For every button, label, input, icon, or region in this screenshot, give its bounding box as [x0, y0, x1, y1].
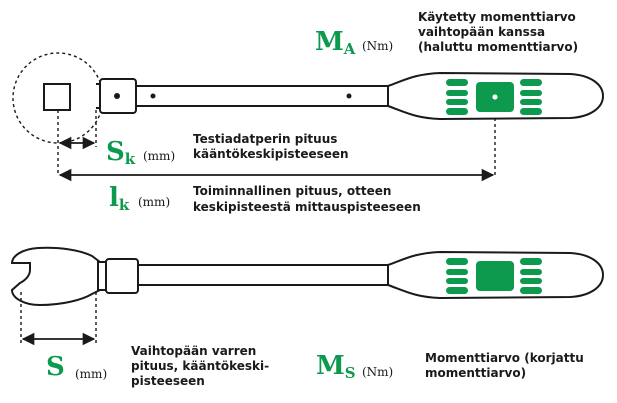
- handle-grip: [446, 79, 542, 115]
- adapter-pivot-dot: [114, 93, 120, 99]
- bottom-adapter-head: [105, 258, 139, 294]
- ma-unit: (Nm): [362, 39, 393, 53]
- square-drive: [43, 83, 71, 111]
- ms-unit: (Nm): [362, 365, 393, 379]
- ma-description: Käytetty momenttiarvo vaihtopään kanssa …: [418, 10, 580, 54]
- lk-label: lk: [109, 183, 130, 214]
- sk-label: Sk: [106, 137, 136, 168]
- s-label: S: [46, 352, 65, 382]
- lk-unit: (mm): [138, 195, 170, 209]
- open-end-head: [10, 246, 101, 307]
- ma-label: MA: [315, 27, 356, 58]
- handle-center-dot: [492, 94, 498, 100]
- bottom-wrench-shaft: [137, 264, 389, 286]
- ms-description: Momenttiarvo (korjattu momenttiarvo): [425, 351, 588, 380]
- s-unit: (mm): [75, 367, 107, 381]
- s-description: Vaihtopään varren pituus, kääntökeski- p…: [131, 344, 273, 388]
- bottom-handle-grip: [446, 258, 542, 294]
- sk-description: Testiadatperin pituus kääntökeskipistees…: [193, 132, 349, 161]
- ms-label: MS: [316, 351, 356, 382]
- bottom-wrench: S (mm) Vaihtopään varren pituus, kääntök…: [10, 246, 605, 388]
- sk-unit: (mm): [143, 149, 175, 163]
- shaft-dot-1: [150, 93, 156, 99]
- lk-description: Toiminnallinen pituus, otteen keskipiste…: [193, 184, 421, 214]
- shaft-dot-2: [346, 93, 352, 99]
- top-wrench: MA (Nm) Käytetty momenttiarvo vaihtopään…: [12, 10, 605, 214]
